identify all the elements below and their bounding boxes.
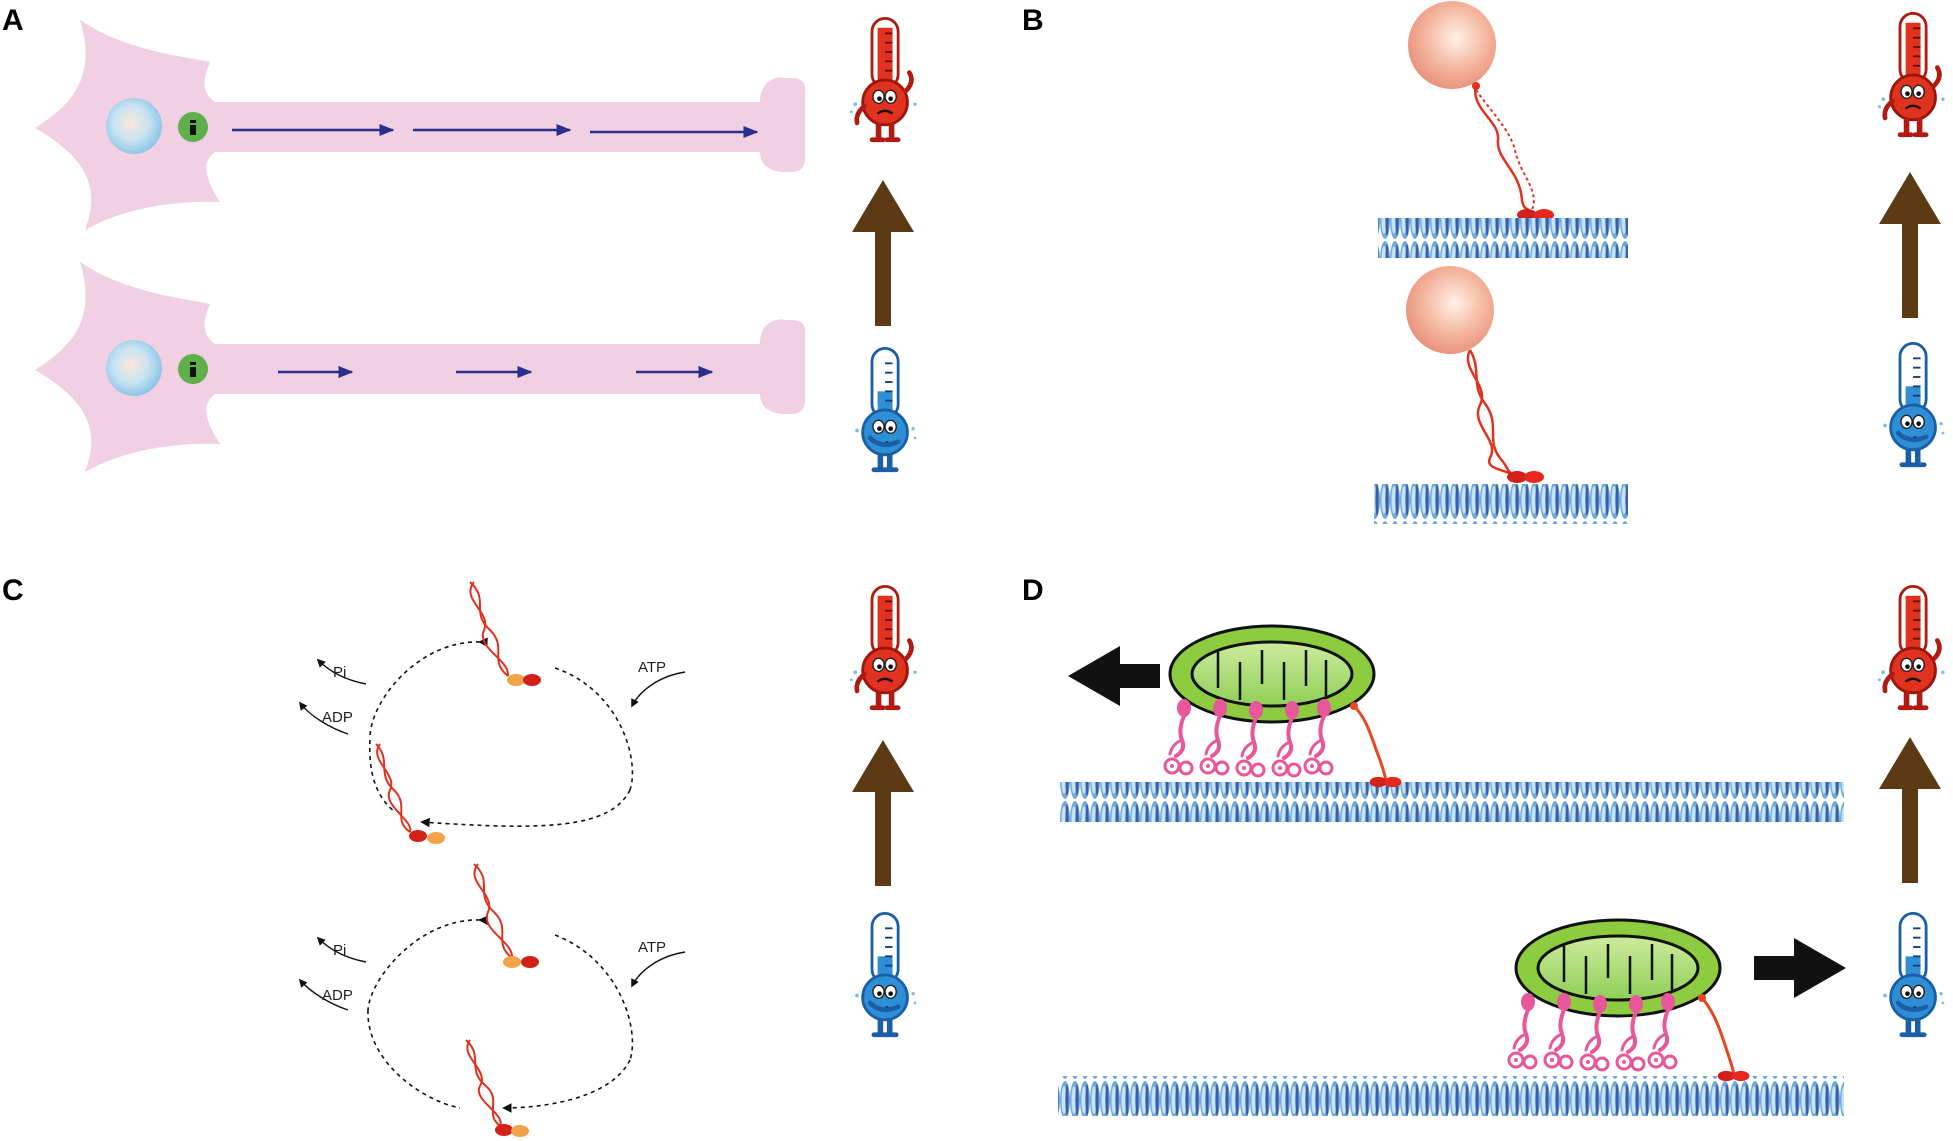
adp-label: ADP xyxy=(322,709,353,726)
neuron-body xyxy=(35,262,806,472)
motor-head-adp xyxy=(511,1125,529,1137)
panel-a: A xyxy=(2,4,917,472)
microtubule-icon xyxy=(1374,484,1628,524)
thermometer-hot-icon xyxy=(850,18,917,139)
motor-head-adp xyxy=(503,956,521,968)
neuron-body xyxy=(35,20,806,230)
atp-arrow xyxy=(631,671,686,708)
kinesin-stalk-alt xyxy=(1475,89,1535,211)
motor-head-atp xyxy=(409,830,427,842)
cycle-path xyxy=(554,667,634,791)
pi-label: Pi xyxy=(333,664,346,681)
kinesin-tail xyxy=(1472,82,1480,90)
nucleus xyxy=(106,98,162,154)
cycle-path xyxy=(369,637,488,739)
thermometer-cold-icon xyxy=(1883,913,1944,1034)
thermometer-cold-icon xyxy=(855,913,916,1034)
microtubule-icon xyxy=(1060,782,1844,822)
atp-label: ATP xyxy=(638,939,666,956)
cargo-cold xyxy=(1058,918,1846,1116)
kinesin-helix xyxy=(375,743,412,833)
kinesin-helix xyxy=(469,581,509,677)
dynein-motor-icon xyxy=(1163,697,1194,776)
thermometer-hot-icon xyxy=(1878,13,1945,134)
kinesin-tail xyxy=(1350,702,1358,710)
cycle-path xyxy=(554,934,634,1061)
thermometer-cold-icon xyxy=(855,348,916,469)
panel-b: B xyxy=(1022,1,1945,524)
kinesin-motor-icon xyxy=(1507,471,1544,483)
neuron-warm xyxy=(35,20,806,230)
motor-head-atp xyxy=(521,956,539,968)
panel-letter-b: B xyxy=(1022,4,1044,37)
pi-label: Pi xyxy=(333,942,346,959)
nucleus xyxy=(106,340,162,396)
cycle-path xyxy=(367,915,488,1011)
panel-c: C Pi ADP ATP xyxy=(2,574,917,1137)
kinesin-helix xyxy=(465,1039,502,1127)
motor-head-atp xyxy=(523,674,541,686)
thermometer-hot-icon xyxy=(1878,586,1945,707)
cycle-path xyxy=(420,789,631,828)
neuron-cold xyxy=(35,262,806,472)
kinesin-stalk xyxy=(1468,349,1515,477)
dynein-motor-icon xyxy=(1507,991,1538,1070)
kinesin-stalk xyxy=(1473,83,1532,213)
kinesin-tail xyxy=(1698,994,1706,1002)
panel-letter-c: C xyxy=(2,574,24,607)
warming-arrow-icon xyxy=(1879,737,1941,883)
cycle-path xyxy=(502,1059,631,1113)
motor-head-adp xyxy=(507,674,525,686)
microtubule-icon xyxy=(1378,218,1628,258)
panel-d: D xyxy=(1022,574,1945,1116)
thermometer-cold-icon xyxy=(1883,343,1944,464)
panel-letter-a: A xyxy=(2,4,24,37)
kinesin-stalk xyxy=(1700,997,1736,1079)
adp-arrow xyxy=(298,701,349,735)
kinesin-stalk xyxy=(1352,704,1388,785)
ion-channel-icon xyxy=(178,354,208,384)
adp-label: ADP xyxy=(322,987,353,1004)
bead-icon xyxy=(1406,266,1494,354)
direction-arrow-left-icon xyxy=(1068,646,1160,706)
warming-arrow-icon xyxy=(852,180,914,326)
ion-channel-icon xyxy=(178,112,208,142)
kinesin-stalk-helix xyxy=(1466,349,1516,477)
atp-cycle-warm: Pi ADP ATP xyxy=(298,581,686,844)
motor-head-adp xyxy=(427,832,445,844)
cycle-path xyxy=(367,1009,461,1109)
atp-label: ATP xyxy=(638,659,666,676)
mitochondrion-icon xyxy=(1168,624,1376,724)
optical-trap-hot xyxy=(1378,1,1628,258)
mitochondrion-icon xyxy=(1514,918,1722,1018)
motor-head-atp xyxy=(495,1124,513,1136)
direction-arrow-right-icon xyxy=(1754,938,1846,998)
panel-letter-d: D xyxy=(1022,574,1044,607)
thermometer-hot-icon xyxy=(850,586,917,707)
cycle-path xyxy=(369,739,396,813)
pi-arrow xyxy=(316,936,367,963)
warming-arrow-icon xyxy=(1879,172,1941,318)
cargo-warm xyxy=(1060,624,1844,822)
warming-arrow-icon xyxy=(852,740,914,886)
kinesin-helix xyxy=(473,863,513,959)
pi-arrow xyxy=(316,658,367,685)
atp-arrow xyxy=(631,951,686,988)
optical-trap-cold xyxy=(1374,266,1628,524)
microtubule-icon xyxy=(1058,1076,1844,1116)
bead-icon xyxy=(1408,1,1496,89)
adp-arrow xyxy=(298,978,349,1011)
atp-cycle-cold: Pi ADP ATP xyxy=(298,863,686,1137)
